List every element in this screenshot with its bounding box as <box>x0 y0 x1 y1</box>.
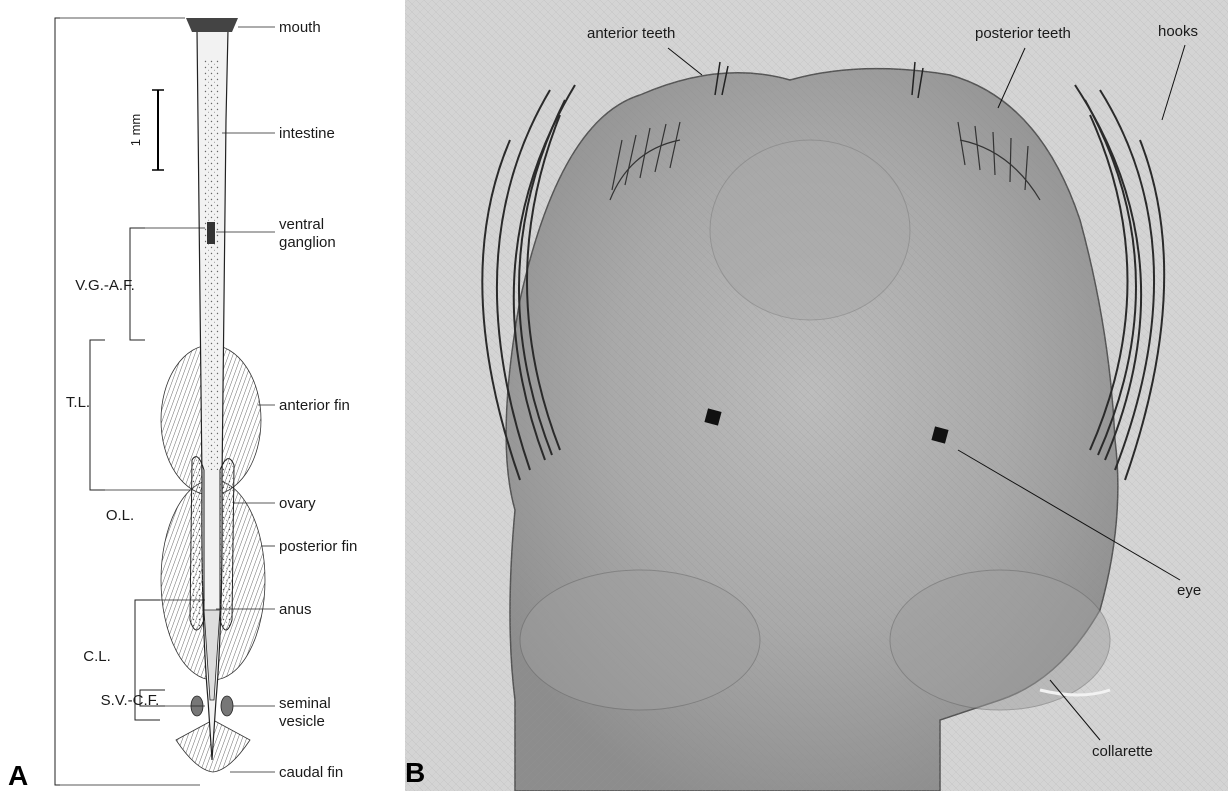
label-hooks: hooks <box>1158 23 1198 40</box>
measure-cl: C.L. <box>83 648 111 665</box>
label-mouth: mouth <box>279 19 321 36</box>
label-ovary: ovary <box>279 495 316 512</box>
label-seminal-1: seminal <box>279 695 331 712</box>
label-posterior-fin: posterior fin <box>279 538 357 555</box>
label-ventral-2: ganglion <box>279 234 336 251</box>
panel-letter-a: A <box>8 760 28 791</box>
mouth-bristles <box>186 18 238 32</box>
measure-ol: O.L. <box>106 507 134 524</box>
ovary-left <box>190 457 204 630</box>
measure-sv-cf: S.V.-C.F. <box>101 692 160 709</box>
label-posterior-teeth: posterior teeth <box>975 25 1071 42</box>
label-caudal-fin: caudal fin <box>279 764 343 781</box>
label-ventral-1: ventral <box>279 216 324 233</box>
label-anterior-teeth: anterior teeth <box>587 25 675 42</box>
label-seminal-2: vesicle <box>279 713 325 730</box>
measure-vg-af: V.G.-A.F. <box>75 277 134 294</box>
panel-a: 1 mm V.G.-A.F. T.L. O.L. C.L. S.V.-C.F. <box>0 0 405 791</box>
panel-letter-b: B <box>405 757 425 788</box>
ventral-ganglion-mark <box>207 222 215 244</box>
measure-tl: T.L. <box>66 394 90 411</box>
label-eye: eye <box>1177 582 1201 599</box>
label-intestine: intestine <box>279 125 335 142</box>
label-anus: anus <box>279 601 312 618</box>
label-anterior-fin: anterior fin <box>279 397 350 414</box>
panel-b: anterior teeth posterior teeth hooks eye… <box>405 0 1228 791</box>
label-collarette: collarette <box>1092 743 1153 760</box>
scale-bar-label: 1 mm <box>128 114 143 147</box>
ovary-right <box>220 459 234 630</box>
